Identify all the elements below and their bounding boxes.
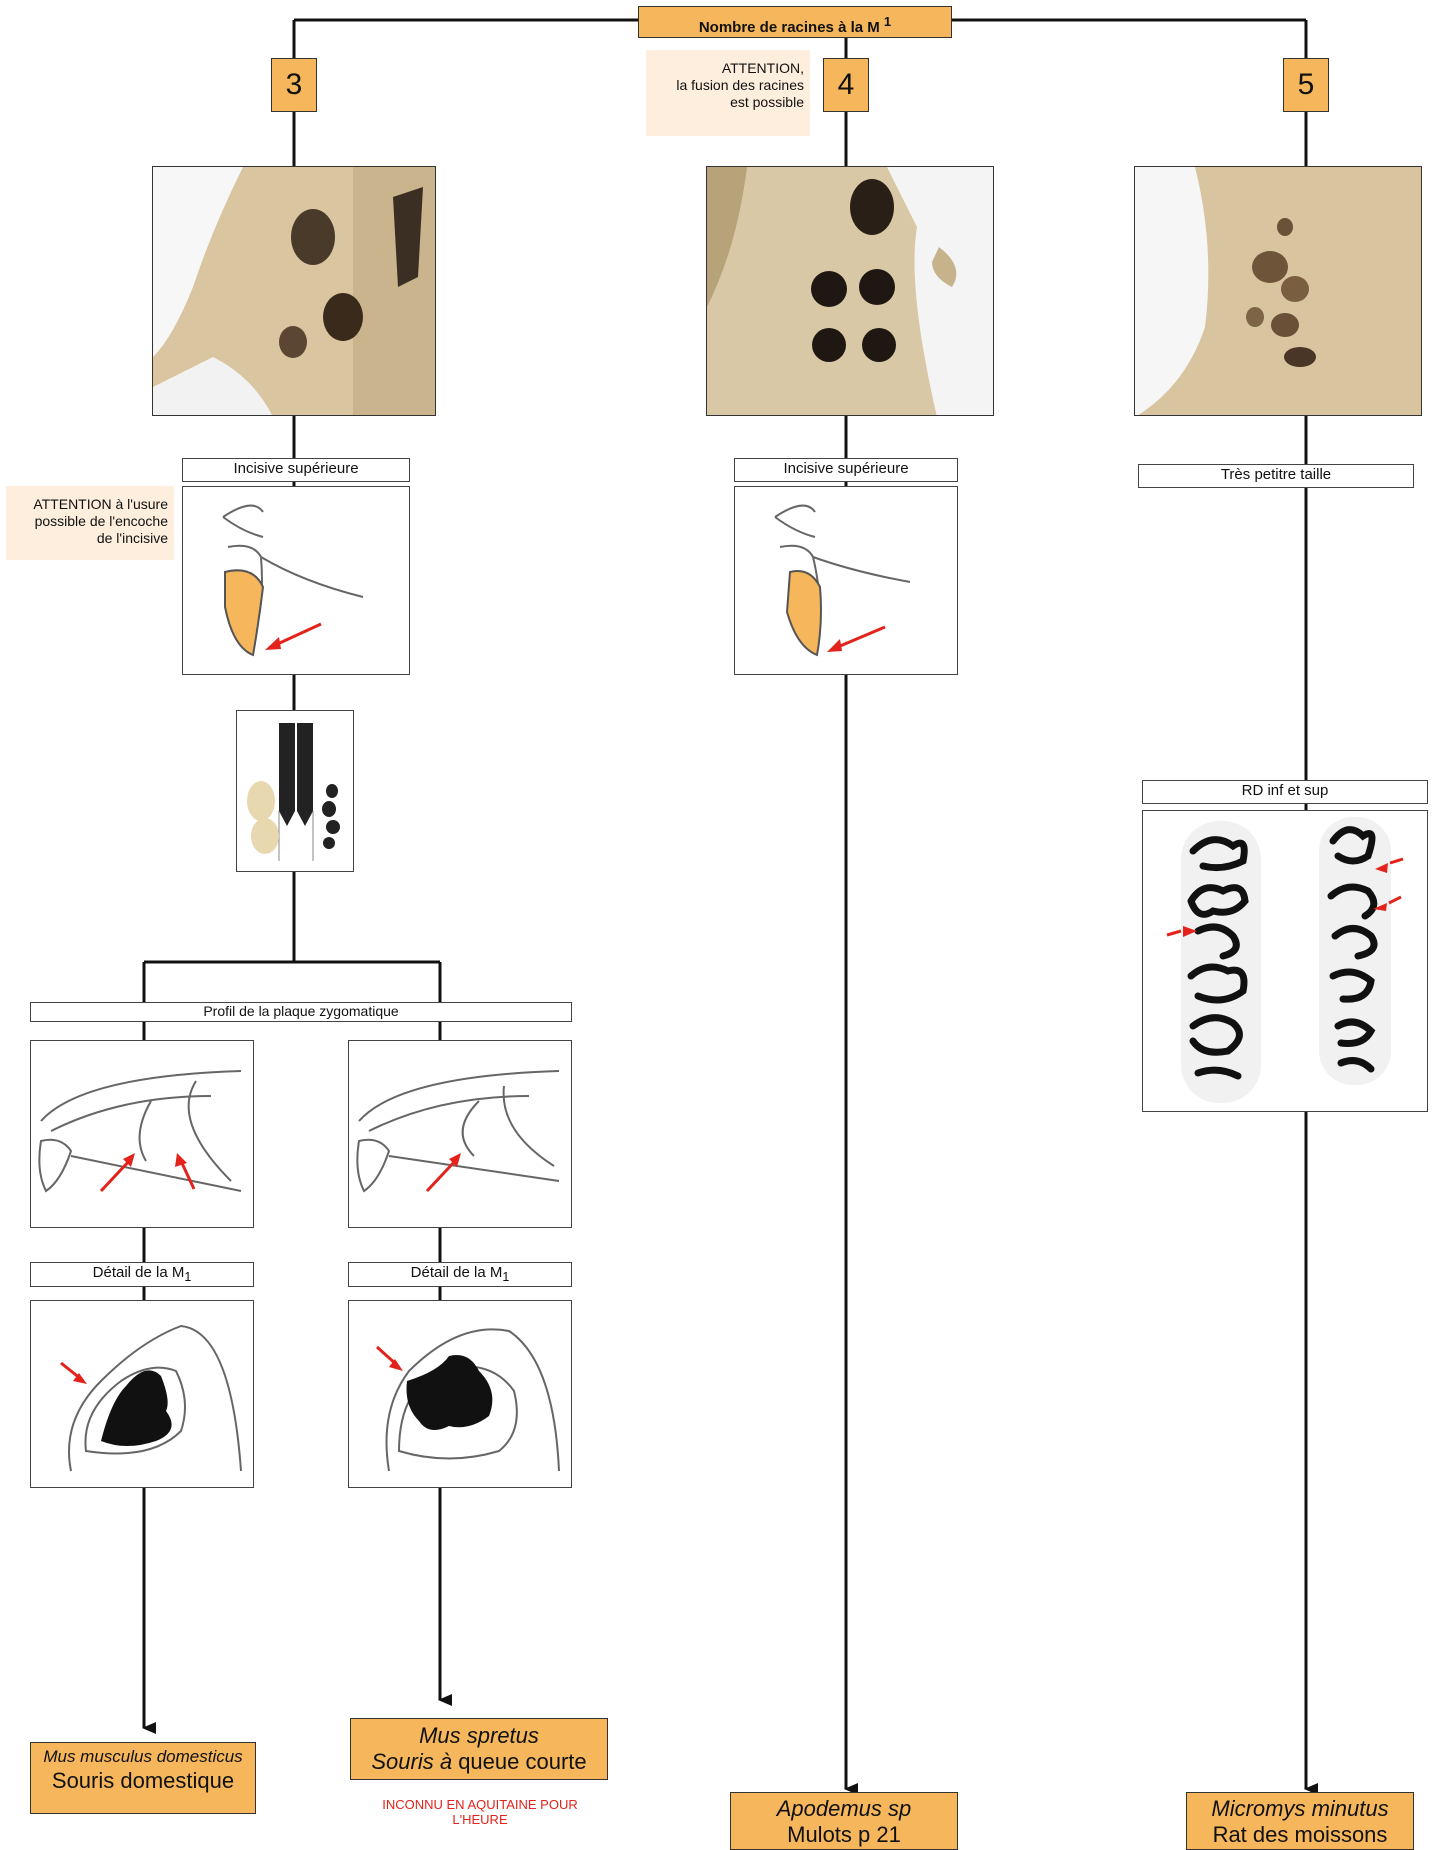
skull-photo-4-roots — [706, 166, 994, 416]
rd-label: RD inf et sup — [1142, 780, 1428, 804]
wear-note-line-1: ATTENTION à l'usure — [6, 496, 168, 513]
species-apodemus: Apodemus sp Mulots p 21 — [730, 1792, 958, 1850]
incisor-front-view — [236, 710, 354, 872]
wear-note-line-2: possible de l'encoche — [6, 513, 168, 530]
fusion-note-line-3: est possible — [646, 94, 804, 111]
species-apodemus-latin: Apodemus sp — [731, 1796, 957, 1822]
tooth-rows-drawing — [1142, 810, 1428, 1112]
skull-photo-5-roots — [1134, 166, 1422, 416]
species-mus-spretus-common-italic: Souris à — [371, 1749, 452, 1774]
m1-drawing-musculus — [30, 1300, 254, 1488]
count-5: 5 — [1298, 68, 1315, 102]
species-micromys-latin: Micromys minutus — [1187, 1796, 1413, 1822]
fusion-note-line-1: ATTENTION, — [646, 60, 804, 77]
incisor-drawing-middle — [734, 486, 958, 675]
m1-label-text-1: Détail de la M — [93, 1264, 185, 1281]
species-micromys-common: Rat des moissons — [1213, 1822, 1388, 1847]
spretus-warning: INCONNU EN AQUITAINE POUR L'HEURE — [360, 1797, 600, 1827]
m1-label-spretus: Détail de la M1 — [348, 1262, 572, 1287]
species-mus-spretus: Mus spretus Souris à queue courte — [350, 1718, 608, 1780]
m1-label-text-2: Détail de la M — [411, 1264, 503, 1281]
header-superscript: 1 — [884, 14, 891, 29]
count-box-3: 3 — [271, 58, 317, 112]
count-box-5: 5 — [1283, 58, 1329, 112]
fusion-note-line-2: la fusion des racines — [646, 77, 804, 94]
species-mus-spretus-common: queue courte — [452, 1749, 587, 1774]
size-label: Très petitre taille — [1138, 464, 1414, 488]
wear-note-line-3: de l'incisive — [6, 530, 168, 547]
zygomatic-label: Profil de la plaque zygomatique — [30, 1002, 572, 1022]
m1-label-sub-1: 1 — [184, 1270, 191, 1284]
count-3: 3 — [286, 68, 303, 102]
species-micromys: Micromys minutus Rat des moissons — [1186, 1792, 1414, 1850]
header-title: Nombre de racines à la M — [699, 19, 880, 36]
species-mus-musculus: Mus musculus domesticus Souris domestiqu… — [30, 1742, 256, 1814]
count-4: 4 — [838, 68, 855, 102]
m1-label-sub-2: 1 — [502, 1270, 509, 1284]
m1-label-musculus: Détail de la M1 — [30, 1262, 254, 1287]
species-mus-spretus-latin: Mus spretus — [351, 1723, 607, 1749]
zygomatic-drawing-spretus — [348, 1040, 572, 1228]
count-box-4: 4 — [823, 58, 869, 112]
incisor-label-middle: Incisive supérieure — [734, 458, 958, 482]
header-box: Nombre de racines à la M 1 — [638, 6, 952, 38]
zygomatic-drawing-musculus — [30, 1040, 254, 1228]
species-apodemus-common: Mulots p 21 — [787, 1822, 901, 1847]
incisor-drawing-left — [182, 486, 410, 675]
skull-photo-3-roots — [152, 166, 436, 416]
species-mus-musculus-latin: Mus musculus domesticus — [31, 1746, 255, 1768]
species-mus-musculus-common: Souris domestique — [52, 1768, 234, 1793]
fusion-note: ATTENTION, la fusion des racines est pos… — [646, 50, 810, 136]
m1-drawing-spretus — [348, 1300, 572, 1488]
spretus-warning-line-1: INCONNU EN AQUITAINE POUR — [360, 1797, 600, 1812]
incisor-wear-note: ATTENTION à l'usure possible de l'encoch… — [6, 486, 174, 560]
incisor-label-left: Incisive supérieure — [182, 458, 410, 482]
